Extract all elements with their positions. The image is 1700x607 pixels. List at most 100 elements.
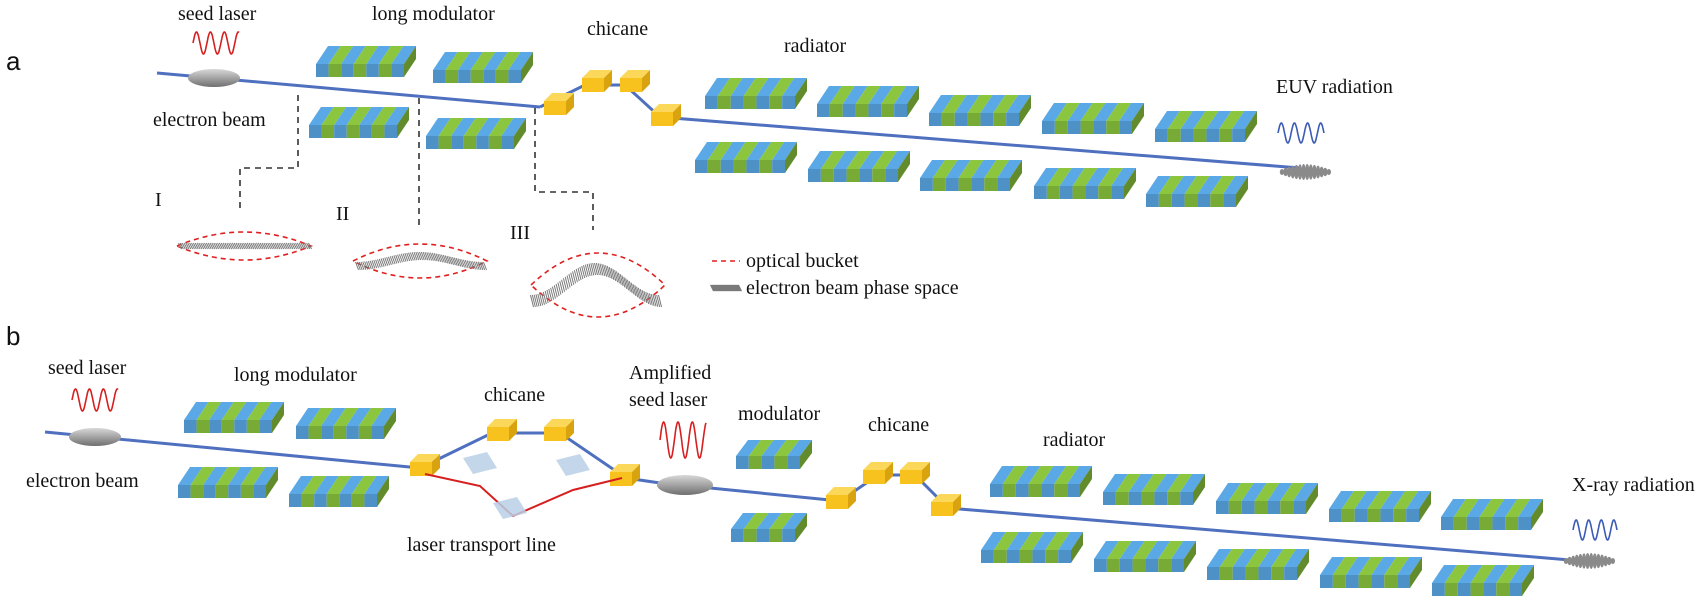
a-stage-III-phase-space-hatch — [658, 294, 662, 308]
a-stage-I-phase-space-hatch — [220, 242, 225, 250]
b-radiator-upper-1-top-stripe — [1067, 466, 1092, 484]
a-stage-III-phase-space-hatch — [639, 288, 644, 302]
a-long-modulator-upper-2-front-stripe — [445, 70, 459, 83]
a-radiator-lower-3-front-stripe — [920, 178, 933, 191]
a-stage-I-phase-space-hatch — [244, 242, 249, 250]
a-stage-I-phase-space-hatch — [202, 242, 207, 250]
b-radiator-lower-1-top-stripe — [993, 532, 1019, 550]
a-euv-output-pulse-bead — [1279, 169, 1285, 175]
a-euv-output-pulse-bead — [1305, 164, 1310, 180]
a-radiator-lower-1-front-stripe — [759, 160, 773, 173]
a-long-modulator-lower-1-top-stripe — [346, 107, 372, 125]
a-chicane-magnet-1-front — [544, 101, 566, 115]
a-stage-II-phase-space-hatch — [387, 256, 392, 265]
b-amplified-seed-wave — [659, 421, 707, 459]
b-radiator-lower-2 — [1094, 541, 1196, 572]
a-stage-III-phase-space-hatch — [648, 293, 653, 306]
a-radiator-upper-2-front-stripe — [894, 104, 907, 117]
a-radiator-upper-5-top-stripe — [1193, 111, 1219, 129]
a-radiator-upper-3-front-stripe — [967, 113, 981, 126]
a-stage-II-phase-space-hatch — [356, 261, 361, 271]
a-stage-II-phase-space-hatch — [451, 257, 456, 266]
b-radiator-lower-1-top-stripe — [1058, 532, 1083, 550]
a-radiator-lower-2-front-stripe — [859, 169, 873, 182]
a-chicane-magnet-3-top — [620, 70, 650, 78]
b-long-modulator-lower-2-top-stripe — [351, 476, 377, 494]
b-long-modulator-upper-1-top-stripe — [259, 402, 284, 420]
a-radiator-lower-2-front-stripe — [820, 169, 834, 182]
a-stage-I-phase-space-hatch — [241, 242, 246, 250]
b-radiator-upper-5-front-stripe — [1505, 517, 1519, 530]
a-radiator-upper-4-side — [1132, 103, 1144, 134]
a-radiator-upper-4-top-stripe — [1067, 103, 1093, 121]
a-stage-I-phase-space-hatch — [224, 242, 229, 250]
b-x-ray-radiation-label: X-ray radiation — [1572, 474, 1695, 496]
a-stage-I-phase-space-hatch — [298, 242, 303, 250]
a-long-modulator-upper-2-front-stripe — [508, 70, 521, 83]
a-stage-III-phase-space-hatch — [566, 275, 571, 288]
a-radiator-upper-1-front-stripe — [730, 96, 744, 109]
a-stage-III-phase-space-hatch — [562, 278, 567, 291]
b-laser-transport-line-label: laser transport line — [407, 534, 556, 556]
a-stage-II-phase-space-hatch — [362, 261, 367, 270]
a-radiator-upper-5-front-stripe — [1180, 129, 1194, 142]
b-xray-output-pulse-bead — [1563, 558, 1569, 564]
a-stage-II-phase-space-hatch — [457, 258, 462, 267]
a-euv-output-pulse-bead — [1294, 164, 1299, 180]
b-radiator-upper-4-top-stripe — [1380, 491, 1406, 509]
a-radiator-upper-2-front-stripe — [829, 104, 843, 117]
b-radiator-upper-2-front-stripe — [1103, 492, 1116, 505]
a-stage-II-phase-space-hatch — [431, 252, 436, 262]
b-long-modulator-upper-1-top-stripe — [221, 402, 247, 420]
a-radiator-lower-4-front-stripe — [1111, 186, 1124, 199]
a-radiator-upper-2-top-stripe — [829, 86, 855, 104]
b-radiator-upper-3 — [1216, 483, 1318, 514]
a-stage-II-phase-space-hatch — [430, 252, 434, 261]
a-long-modulator-label: long modulator — [372, 3, 495, 25]
b-modulator-upper-front-stripe — [748, 456, 762, 469]
a-radiator-upper-3-top-stripe — [980, 95, 1006, 113]
a-stage-II-phase-space-hatch — [426, 252, 431, 261]
b-radiator-lower-5-front-stripe — [1457, 583, 1471, 596]
a-stage-III-phase-space-hatch — [568, 273, 573, 287]
a-stage-II-phase-space-hatch — [369, 260, 374, 269]
a-stage-II-phase-space-hatch — [409, 252, 414, 261]
a-long-modulator-upper-1-top-stripe — [328, 46, 354, 64]
a-stage-I-phase-space-hatch — [226, 242, 231, 250]
a-radiator-lower-3-top-stripe — [971, 160, 997, 178]
a-leader-III — [534, 108, 594, 230]
b-radiator-lower-4-top-stripe — [1371, 557, 1397, 575]
a-stage-II-phase-space-hatch — [364, 261, 369, 270]
a-long-modulator-lower-1-top-stripe — [359, 107, 384, 125]
legend-optical-bucket-label: optical bucket — [746, 250, 859, 272]
b-modulator-upper-front-stripe — [761, 456, 775, 469]
a-stage-III-phase-space-hatch — [604, 265, 609, 278]
a-stage-II-phase-space-hatch — [462, 259, 467, 268]
b-radiator-upper-1-front-stripe — [1054, 484, 1068, 497]
b-radiator-upper-2-top-stripe — [1154, 474, 1180, 492]
a-radiator-lower-2-top-stripe — [833, 151, 859, 169]
a-radiator-upper-2-front-stripe — [881, 104, 895, 117]
a-stage-III-phase-space-hatch — [590, 263, 595, 276]
a-stage-III-phase-space-hatch — [650, 293, 655, 307]
b-modulator-lower-side — [795, 513, 807, 542]
a-stage-I-phase-space-hatch — [293, 242, 298, 250]
a-chicane-magnet-4-front — [651, 112, 673, 126]
b-radiator-upper-3-front-stripe — [1254, 501, 1268, 514]
b-long-modulator-lower-1-front-stripe — [203, 485, 216, 498]
b-long-modulator-lower-2-top-stripe — [339, 476, 364, 494]
b-radiator-lower-4 — [1320, 557, 1422, 588]
a-stage-II-phase-space-hatch — [371, 260, 376, 269]
a-stage-III-phase-space-hatch — [564, 276, 569, 289]
a-radiator-lower-4-front-stripe — [1034, 186, 1047, 199]
b-radiator-lower-2-front-stripe — [1132, 559, 1146, 572]
a-stage-III-phase-space-hatch — [586, 263, 591, 277]
a-stage-II-phase-space-hatch — [453, 257, 458, 266]
b-radiator-lower-4-front-stripe — [1358, 575, 1372, 588]
a-long-modulator-upper-1-top-stripe — [353, 46, 379, 64]
b-radiator-upper-5-front-stripe — [1441, 517, 1454, 530]
a-stage-III-phase-space-hatch — [548, 288, 553, 302]
a-stage-I-phase-space-hatch — [179, 242, 184, 250]
b-radiator-upper-2-top-stripe — [1180, 474, 1205, 492]
a-stage-I-phase-space-hatch — [308, 242, 312, 250]
